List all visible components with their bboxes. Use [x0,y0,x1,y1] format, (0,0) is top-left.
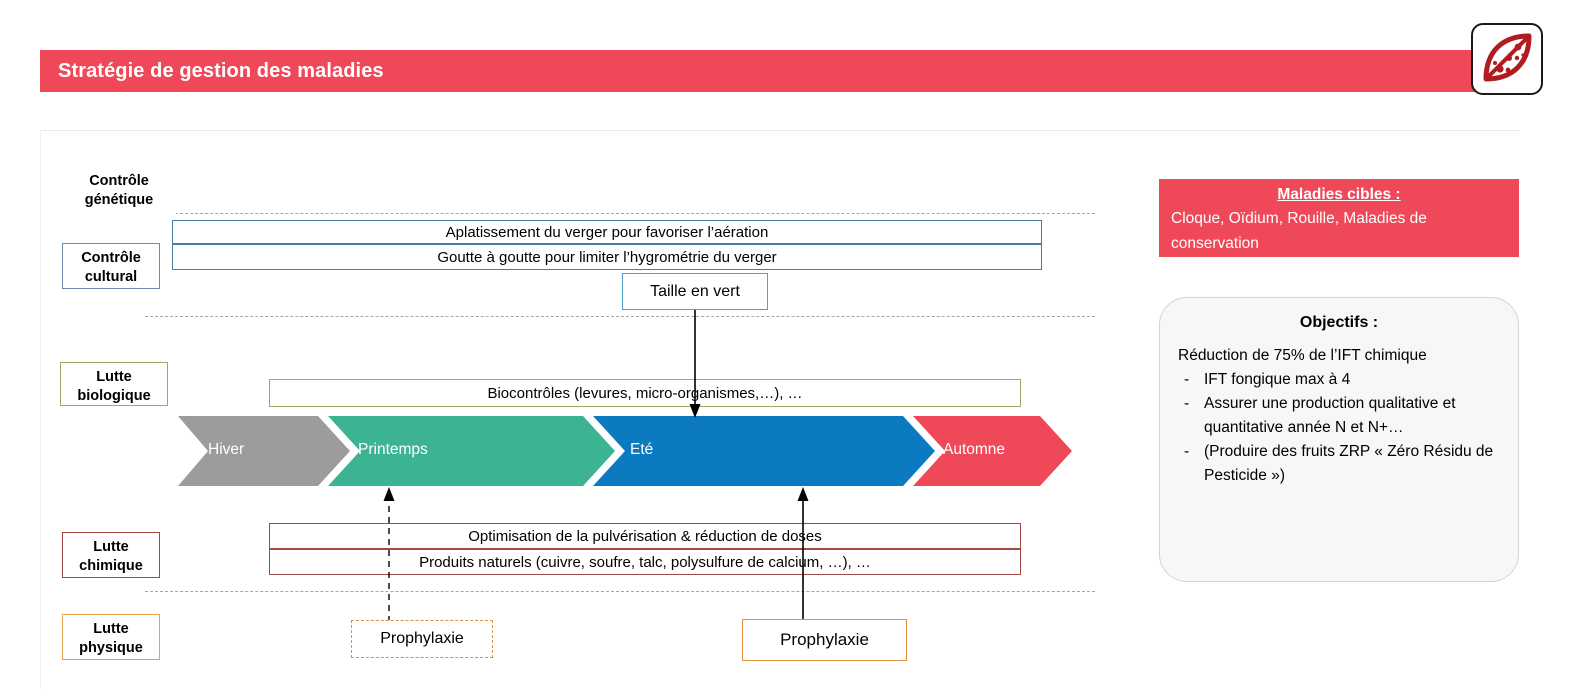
category-label-controle-genetique: Contrôle génétique [62,167,176,217]
box-taille-en-vert: Taille en vert [622,273,768,310]
chevron-label-ete: Eté [630,441,654,458]
category-line-1: Lutte [93,621,129,637]
chevron-printemps [328,416,615,486]
maladies-cibles-title: Maladies cibles : [1277,186,1401,203]
objectif-bullet: - [1184,371,1190,388]
title-banner: Stratégie de gestion des maladies [40,50,1519,92]
page-title: Stratégie de gestion des maladies [58,60,384,82]
arrow-prophylaxie-ete [797,487,809,621]
category-line-2: physique [79,640,143,656]
objectif-text: Réduction de 75% de l’IFT chimique [1178,347,1427,364]
category-line-2: génétique [84,192,154,208]
objectif-item: - (Produire des fruits ZRP « Zéro Résidu… [1178,440,1500,488]
chevron-label-printemps: Printemps [358,441,428,458]
chevron-label-hiver: Hiver [208,441,245,458]
category-label-lutte-physique: Lutte physique [62,614,160,660]
chevron-ete [593,416,935,486]
category-line-2: cultural [84,269,138,285]
bar-produits-naturels: Produits naturels (cuivre, soufre, talc,… [269,549,1021,575]
panel-objectifs: Objectifs : Réduction de 75% de l’IFT ch… [1159,297,1519,582]
objectif-item: - IFT fongique max à 4 [1178,368,1500,392]
objectif-text: IFT fongique max à 4 [1204,371,1351,388]
category-line-2: biologique [77,388,151,404]
peach-leaf-icon [1483,33,1532,82]
season-timeline: Hiver Printemps Eté Automne [178,416,1078,486]
bar-optimisation-pulverisation: Optimisation de la pulvérisation & réduc… [269,523,1021,549]
objectif-text: Assurer une production qualitative et qu… [1204,395,1456,436]
arrow-prophylaxie-printemps [383,487,395,622]
category-line-1: Lutte [96,369,132,385]
separator-cultural-biologique [145,316,1095,317]
category-label-controle-cultural: Contrôle cultural [62,243,160,289]
maladies-cibles-body: Cloque, Oïdium, Rouille, Maladies de con… [1171,210,1427,252]
separator-genetique-cultural [145,213,1095,214]
chevron-hiver [178,416,350,486]
arrow-taille-en-vert-to-ete [689,310,701,418]
objectifs-title: Objectifs : [1299,314,1379,331]
box-prophylaxie-ete: Prophylaxie [742,619,907,661]
objectif-item: - Assurer une production qualitative et … [1178,392,1500,440]
bar-biocontroles: Biocontrôles (levures, micro-organismes,… [269,379,1021,407]
category-line-1: Lutte [93,539,129,555]
objectif-text: (Produire des fruits ZRP « Zéro Résidu d… [1204,443,1494,484]
chevron-label-automne: Automne [943,441,1006,458]
category-line-2: chimique [79,558,143,574]
category-label-lutte-chimique: Lutte chimique [62,532,160,578]
bar-aplatissement-verger: Aplatissement du verger pour favoriser l… [172,220,1042,244]
category-line-1: Contrôle [81,250,141,266]
panel-maladies-cibles: Maladies cibles : Cloque, Oïdium, Rouill… [1159,179,1519,257]
objectif-item: Réduction de 75% de l’IFT chimique [1178,344,1500,368]
chevron-automne [913,416,1072,486]
box-prophylaxie-printemps: Prophylaxie [351,620,493,658]
category-label-lutte-biologique: Lutte biologique [60,362,168,406]
peach-leaf-logo [1471,23,1543,95]
category-line-1: Contrôle [89,173,149,189]
bar-goutte-a-goutte: Goutte à goutte pour limiter l’hygrométr… [172,244,1042,270]
objectif-bullet: - [1184,443,1190,460]
objectif-bullet: - [1184,395,1190,412]
season-chevrons [178,416,1072,486]
separator-chimique-physique [145,591,1095,592]
